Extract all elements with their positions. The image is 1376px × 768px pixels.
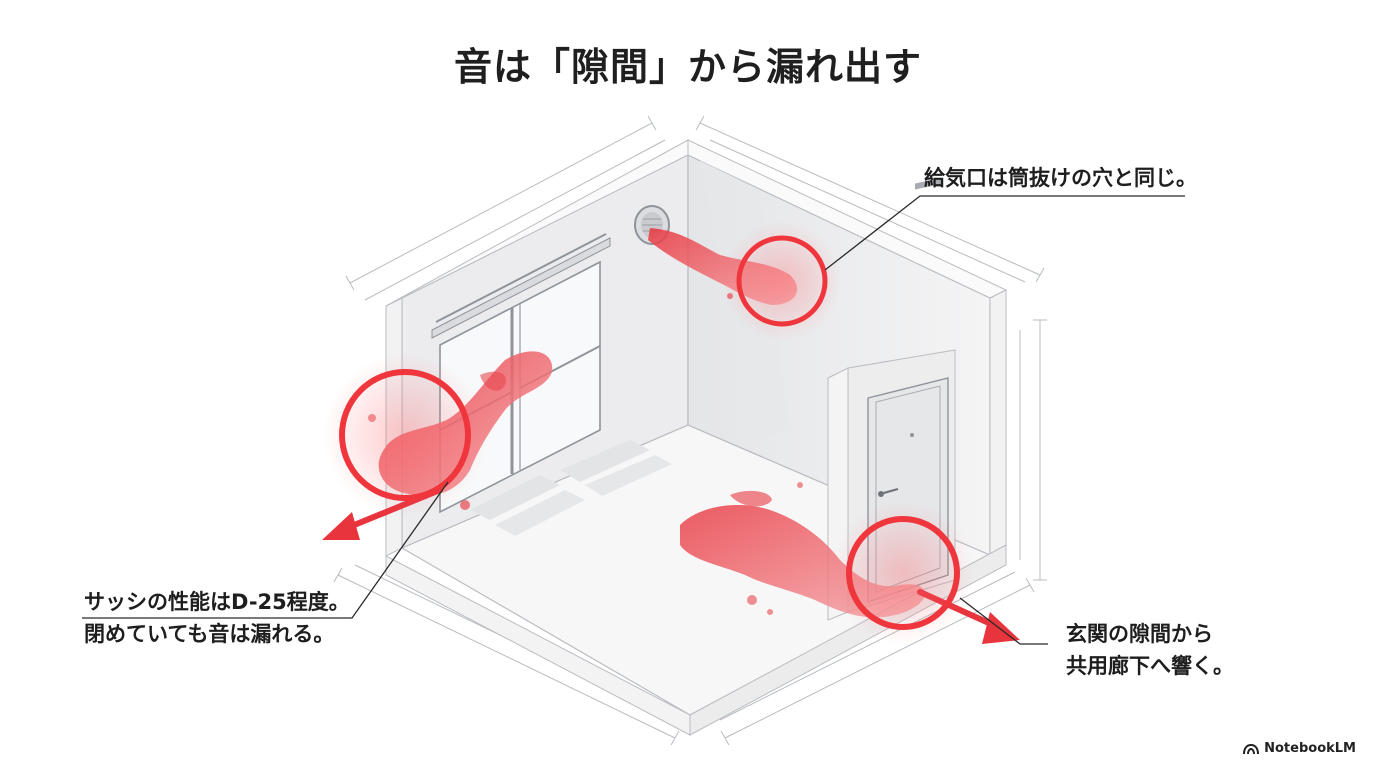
brand-name: NotebookLM [1264, 741, 1356, 756]
page-title: 音は「隙間」から漏れ出す [453, 45, 922, 89]
highlight-rings [323, 221, 975, 645]
callout-sash-line-2: 閉めていても音は漏れる。 [84, 622, 335, 646]
callout-door: 玄関の隙間から 共用廊下へ響く。 [1066, 618, 1234, 682]
callout-door-line-2: 共用廊下へ響く。 [1066, 654, 1234, 678]
window-ring [323, 353, 487, 517]
callout-door-line-1: 玄関の隙間から [1066, 622, 1213, 646]
notebooklm-logo-icon [1243, 743, 1260, 754]
callout-vent-line-1: 給気口は筒抜けの穴と同じ。 [924, 166, 1197, 190]
door-ring [831, 501, 975, 645]
callout-sash-line-1: サッシの性能はD-25程度。 [84, 590, 350, 614]
callout-leaders [82, 195, 1185, 645]
callout-sash: サッシの性能はD-25程度。 閉めていても音は漏れる。 [84, 586, 350, 650]
callout-vent: 給気口は筒抜けの穴と同じ。 [924, 162, 1197, 194]
right-wall-edge [989, 289, 1007, 556]
brand-badge: NotebookLM [1243, 741, 1356, 756]
